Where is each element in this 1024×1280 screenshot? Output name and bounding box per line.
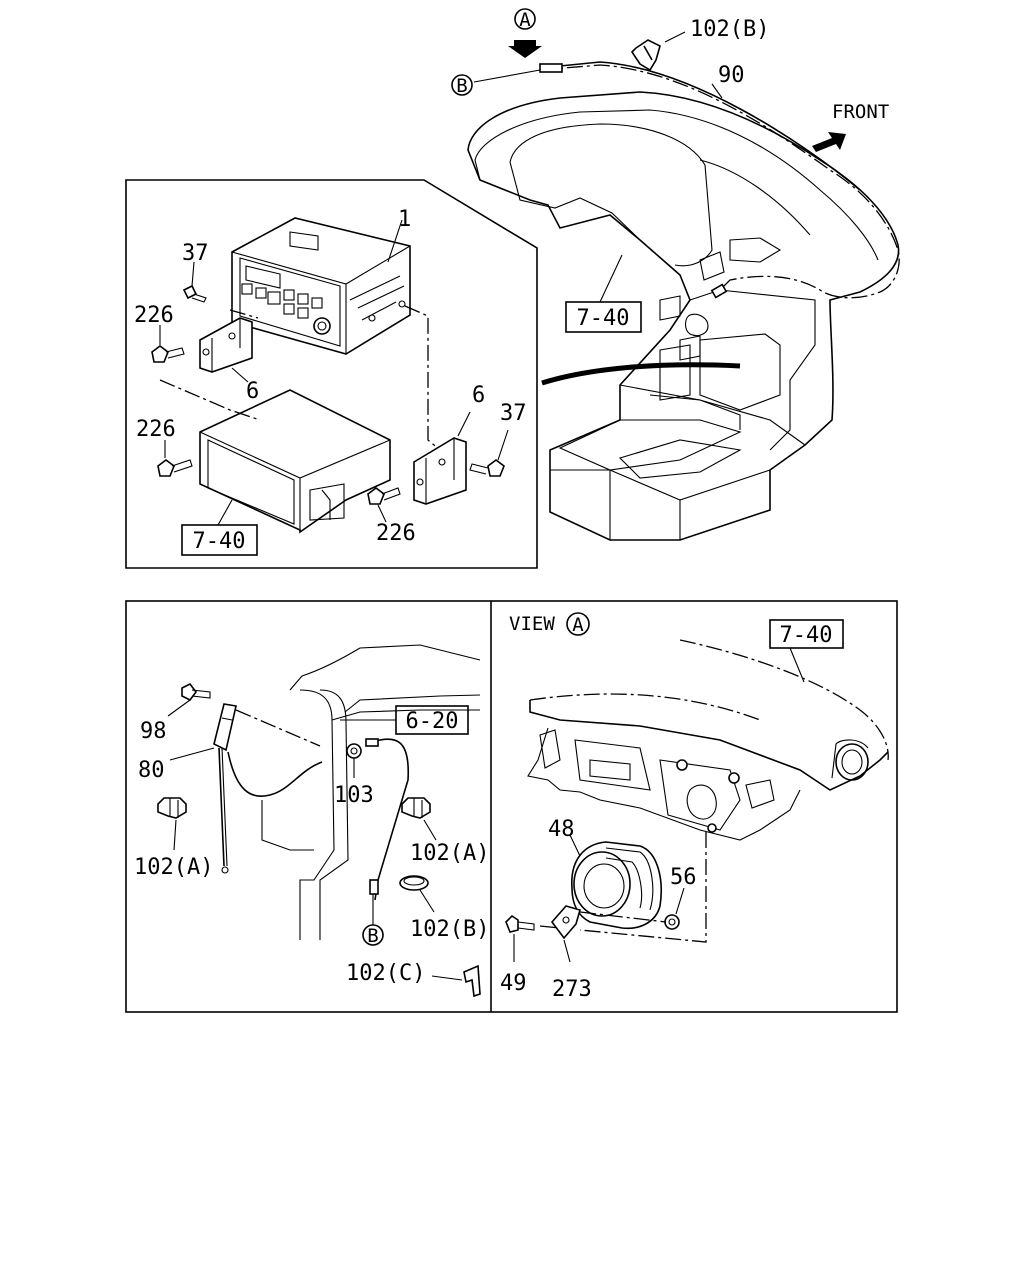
arrow-a-letter: A (519, 9, 531, 31)
label-48: 48 (548, 817, 575, 842)
bolt-37-right (469, 459, 505, 477)
radio-pocket (199, 389, 391, 534)
bolt-37-left (182, 284, 207, 303)
clip-102c (463, 964, 481, 998)
antenna-box: 98 80 103 B 6-20 102(A) (134, 644, 489, 998)
radio-unit (231, 217, 411, 355)
ref-7-40-top: 7-40 (577, 306, 630, 331)
clip-102b-top: 102(B) (630, 17, 769, 72)
label-37-left: 37 (182, 241, 209, 266)
label-226-right: 226 (376, 521, 416, 546)
label-226-lower: 226 (136, 417, 176, 442)
label-102c: 102(C) (346, 961, 425, 986)
front-arrow-icon (812, 132, 846, 152)
view-a-box: VIEW A 7-40 48 (500, 612, 889, 1002)
marker-b-group: B (451, 69, 541, 97)
label-6-right: 6 (472, 383, 485, 408)
speaker-48 (571, 841, 662, 930)
bolt-226-lower (157, 459, 193, 477)
label-80: 80 (138, 758, 165, 783)
bracket-6-left (199, 317, 253, 373)
label-56: 56 (670, 865, 697, 890)
ref-6-20: 6-20 (406, 709, 459, 734)
label-6-left: 6 (246, 379, 259, 404)
instrument-cluster-hood (509, 123, 713, 267)
bolt-226-upper (151, 345, 185, 363)
front-label: FRONT (832, 101, 889, 123)
label-102a-left: 102(A) (134, 855, 213, 880)
marker-b-cable-end: B (367, 925, 378, 947)
view-letter: A (572, 614, 584, 636)
ref-7-40-radio: 7-40 (193, 529, 246, 554)
label-98: 98 (140, 719, 167, 744)
label-37-right: 37 (500, 401, 527, 426)
marker-b-letter: B (456, 75, 467, 97)
label-1: 1 (398, 207, 411, 232)
bottom-panels-frame (125, 600, 898, 1013)
bracket-6-right (413, 437, 467, 505)
dashboard-view: A B 102(B) 90 FRONT 7-40 (451, 8, 900, 541)
ref-7-40-view: 7-40 (780, 623, 833, 648)
nut-56 (664, 914, 680, 930)
label-273: 273 (552, 977, 592, 1002)
harness-cable (541, 362, 741, 386)
radio-box: 1 37 6 226 (125, 179, 538, 569)
label-102a-right: 102(A) (410, 841, 489, 866)
clip-102a-left (157, 797, 187, 819)
label-102b-top: 102(B) (690, 17, 769, 42)
clip-102b-ring (399, 875, 429, 891)
arrow-down-icon (508, 40, 542, 58)
clip-273 (550, 905, 581, 940)
bolt-98 (181, 682, 211, 702)
antenna-cable-90 (539, 64, 900, 299)
label-102b-ring: 102(B) (410, 917, 489, 942)
radio-box-frame (125, 179, 538, 569)
dashboard-outline (467, 91, 900, 541)
view-prefix: VIEW (509, 613, 555, 635)
label-226-upper: 226 (134, 303, 174, 328)
clip-102a-right (401, 797, 431, 819)
screw-49 (505, 914, 535, 933)
label-103: 103 (334, 783, 374, 808)
cable-b-end-plug (539, 63, 563, 73)
antenna-80 (213, 703, 323, 874)
label-90: 90 (718, 63, 745, 88)
arrow-a-group: A (508, 8, 542, 58)
grommet-103 (346, 743, 362, 759)
label-49: 49 (500, 971, 527, 996)
bolt-226-right (367, 487, 401, 505)
